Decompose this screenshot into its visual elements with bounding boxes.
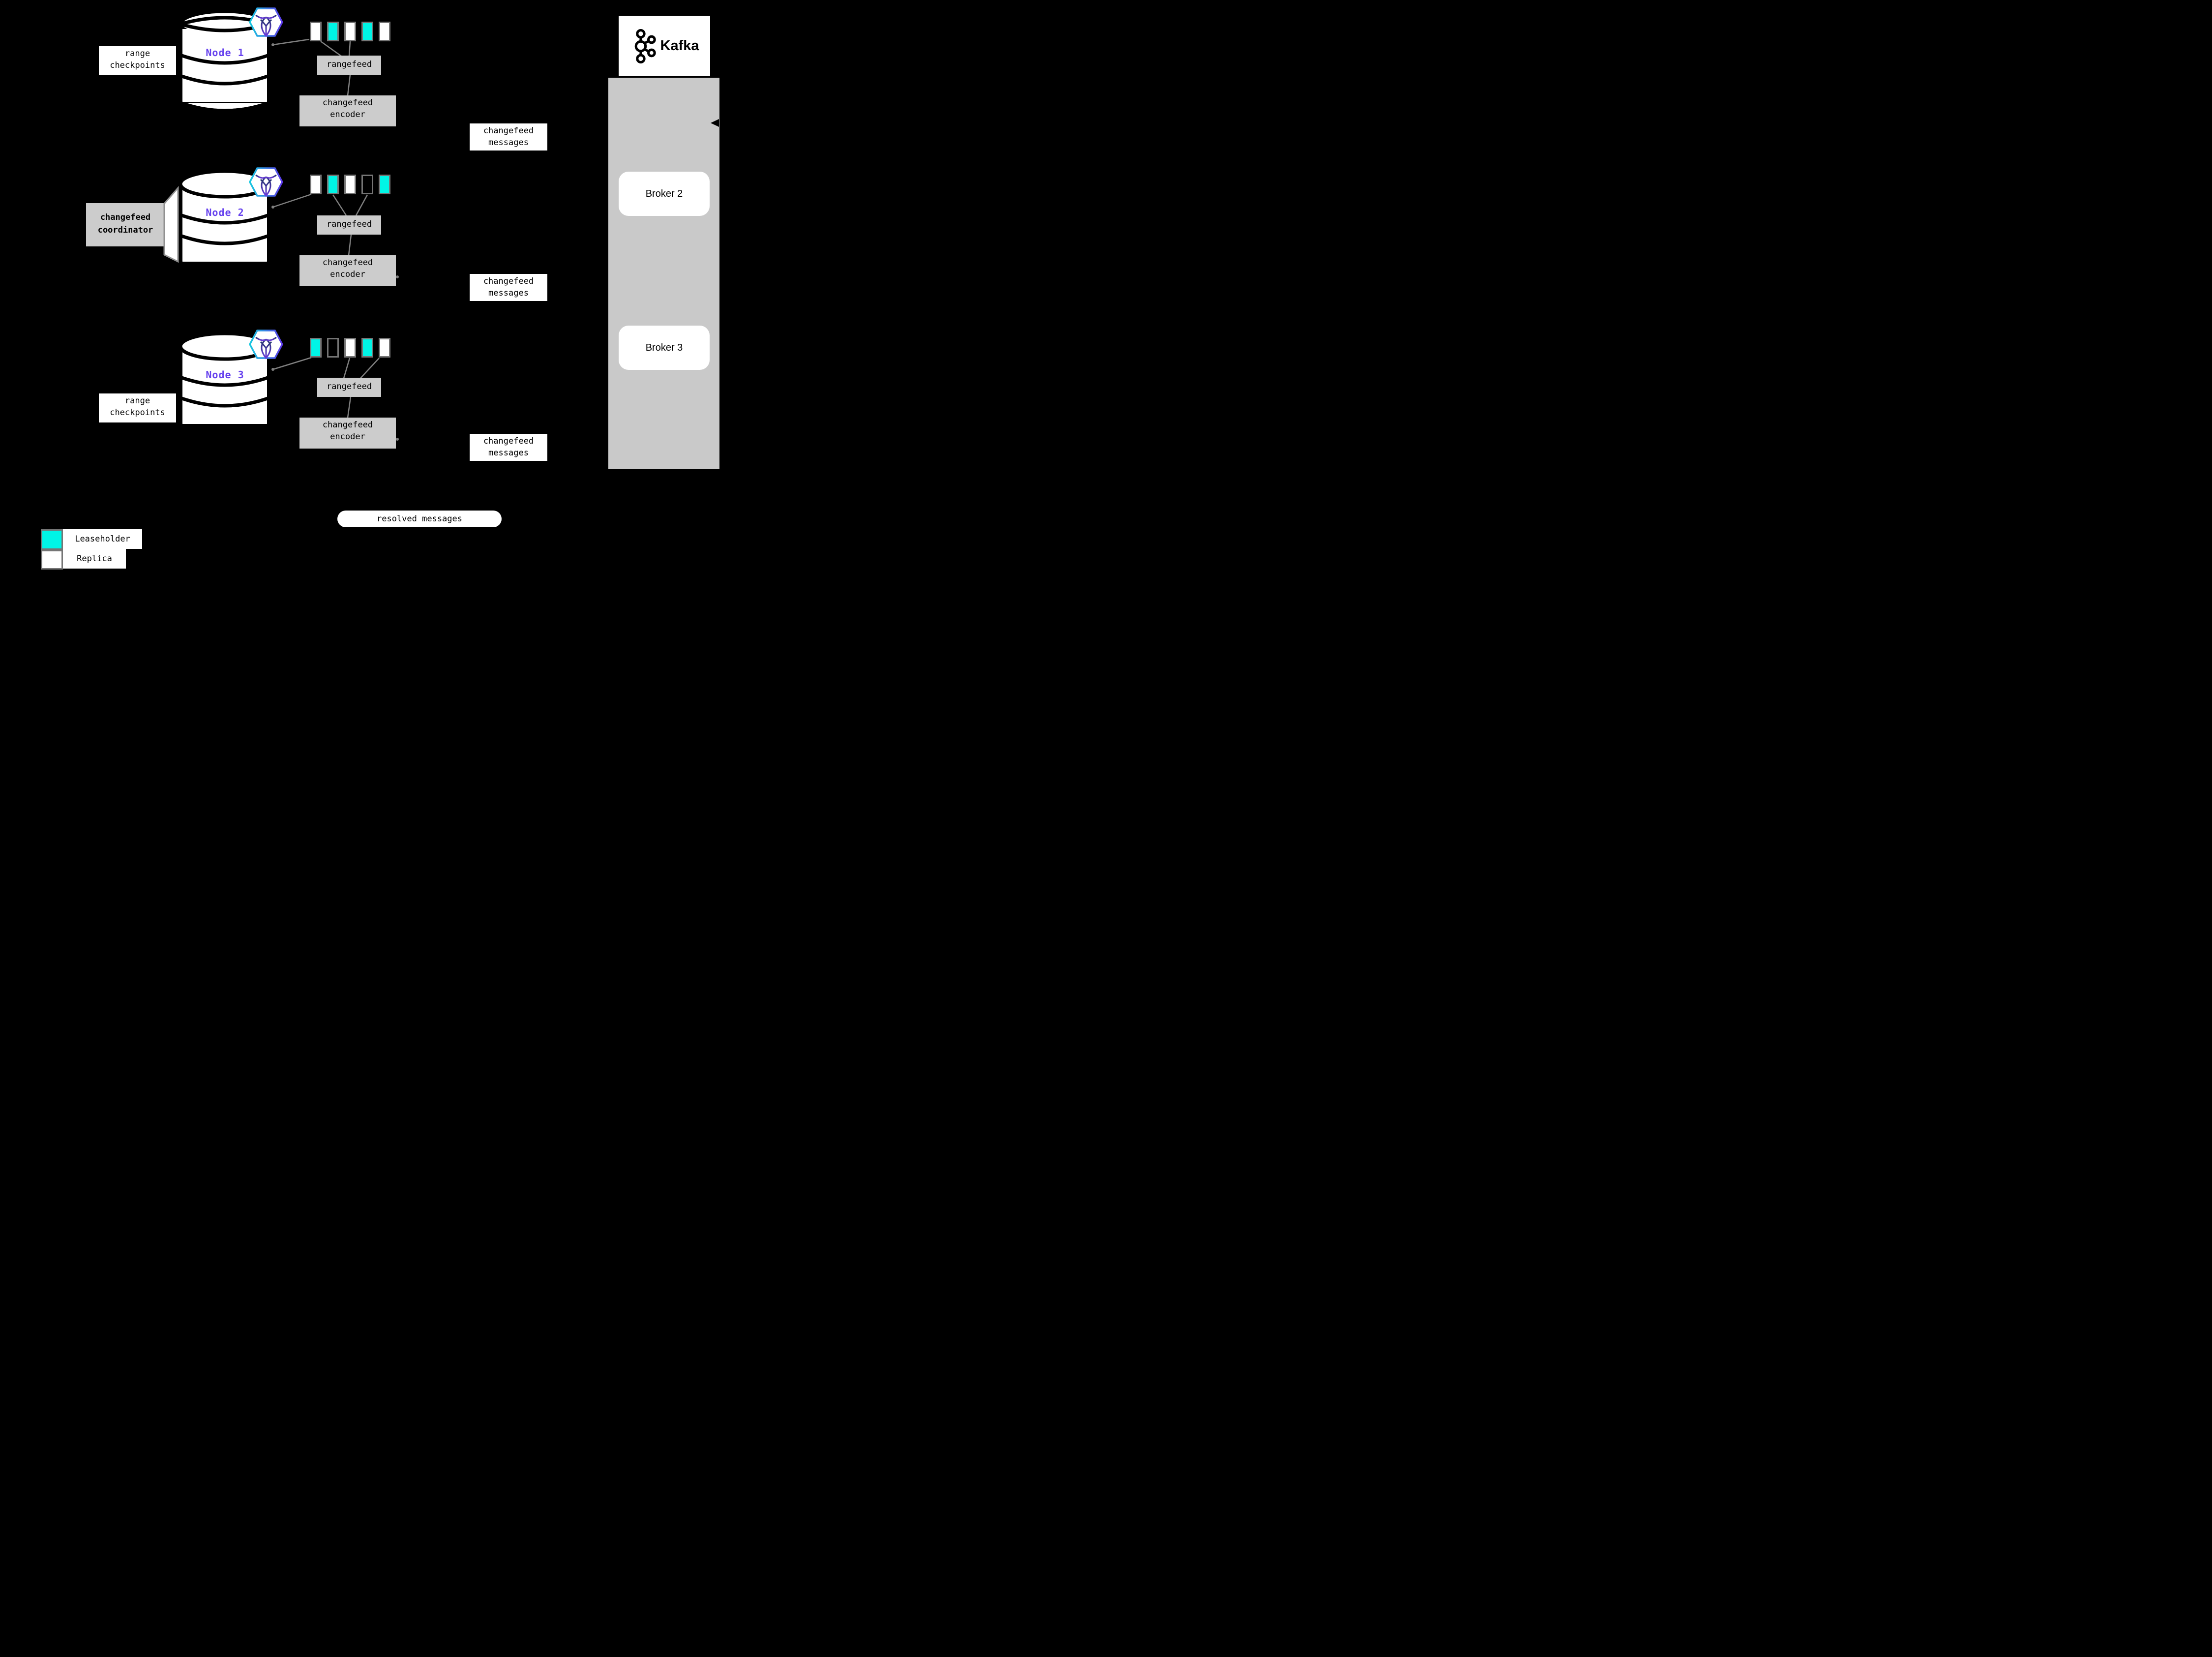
range-square	[310, 175, 322, 194]
node-3-label: Node 3	[206, 369, 244, 381]
range-square	[361, 338, 373, 358]
coordinator-flag	[163, 186, 179, 263]
rangefeed-box: rangefeed	[317, 378, 381, 397]
kafka-cluster-box	[608, 78, 719, 469]
range-square	[344, 175, 356, 194]
coordinator-label-line1: changefeed	[100, 212, 151, 222]
legend-leaseholder-label: Leaseholder	[63, 529, 142, 549]
kafka-broker-2: Broker 2	[619, 172, 710, 216]
rangefeed-box: rangefeed	[317, 215, 381, 235]
node-1-label: Node 1	[206, 47, 244, 59]
kafka-icon	[634, 29, 656, 63]
changefeed-encoder-box: changefeed encoder	[299, 95, 396, 126]
legend-replica-swatch	[41, 550, 63, 570]
changefeed-messages-label: changefeed messages	[470, 434, 547, 461]
range-square	[379, 338, 390, 358]
changefeed-encoder-box: changefeed encoder	[299, 255, 396, 286]
changefeed-messages-label: changefeed messages	[470, 123, 547, 151]
range-checkpoints-label: range checkpoints	[99, 393, 176, 422]
range-square	[344, 338, 356, 358]
node-3-database-cylinder	[179, 331, 271, 435]
broker-3-label: Broker 3	[645, 342, 683, 353]
range-square	[379, 22, 390, 41]
range-checkpoints-label: range checkpoints	[99, 46, 176, 75]
cockroachdb-icon	[249, 330, 283, 360]
broker-2-label: Broker 2	[645, 188, 683, 199]
cockroachdb-icon	[249, 167, 283, 197]
node-2-label: Node 2	[206, 207, 244, 218]
changefeed-encoder-box: changefeed encoder	[299, 418, 396, 449]
legend-replica-label: Replica	[63, 549, 126, 569]
range-square	[379, 175, 390, 194]
range-square	[361, 175, 373, 194]
resolved-messages-pill: resolved messages	[337, 511, 502, 527]
legend-leaseholder-swatch	[41, 529, 63, 550]
kafka-logo-box: Kafka	[619, 16, 710, 76]
coordinator-label-line2: coordinator	[97, 225, 153, 235]
kafka-broker-3: Broker 3	[619, 326, 710, 370]
range-square	[327, 22, 339, 41]
rangefeed-box: rangefeed	[317, 56, 381, 75]
range-square	[327, 338, 339, 358]
range-square	[327, 175, 339, 194]
range-square	[361, 22, 373, 41]
changefeed-architecture-diagram: Broker 1 Broker 2 Broker 3 Kafka	[0, 0, 771, 577]
changefeed-messages-label: changefeed messages	[470, 274, 547, 301]
arrowhead-into-broker-1	[711, 119, 719, 127]
range-square	[344, 22, 356, 41]
range-square	[310, 22, 322, 41]
node-1-database-cylinder	[179, 9, 271, 113]
kafka-brand-label: Kafka	[660, 38, 699, 54]
cockroachdb-icon	[249, 7, 283, 37]
range-square	[310, 338, 322, 358]
changefeed-coordinator-box: changefeed coordinator	[86, 203, 165, 246]
